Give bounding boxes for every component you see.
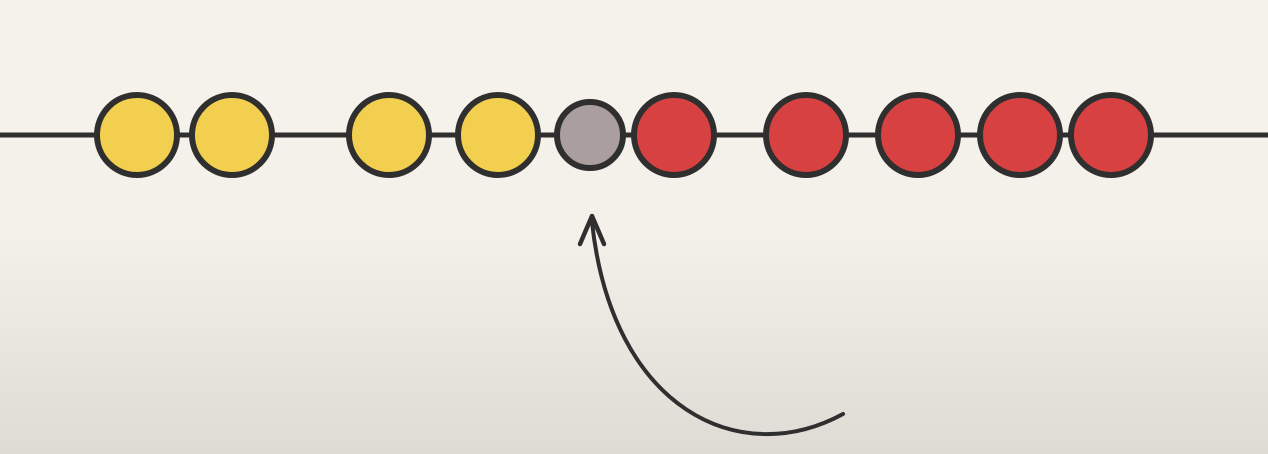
red-bead: [875, 92, 961, 178]
red-bead: [763, 92, 849, 178]
yellow-bead: [455, 92, 541, 178]
curved-arrow-icon: [577, 213, 845, 437]
red-bead: [977, 92, 1063, 178]
yellow-bead: [346, 92, 432, 178]
red-bead: [1068, 92, 1154, 178]
gray-bead: [554, 99, 626, 171]
yellow-bead: [94, 92, 180, 178]
red-bead: [631, 92, 717, 178]
bead-group: [94, 92, 1154, 178]
yellow-bead: [189, 92, 275, 178]
